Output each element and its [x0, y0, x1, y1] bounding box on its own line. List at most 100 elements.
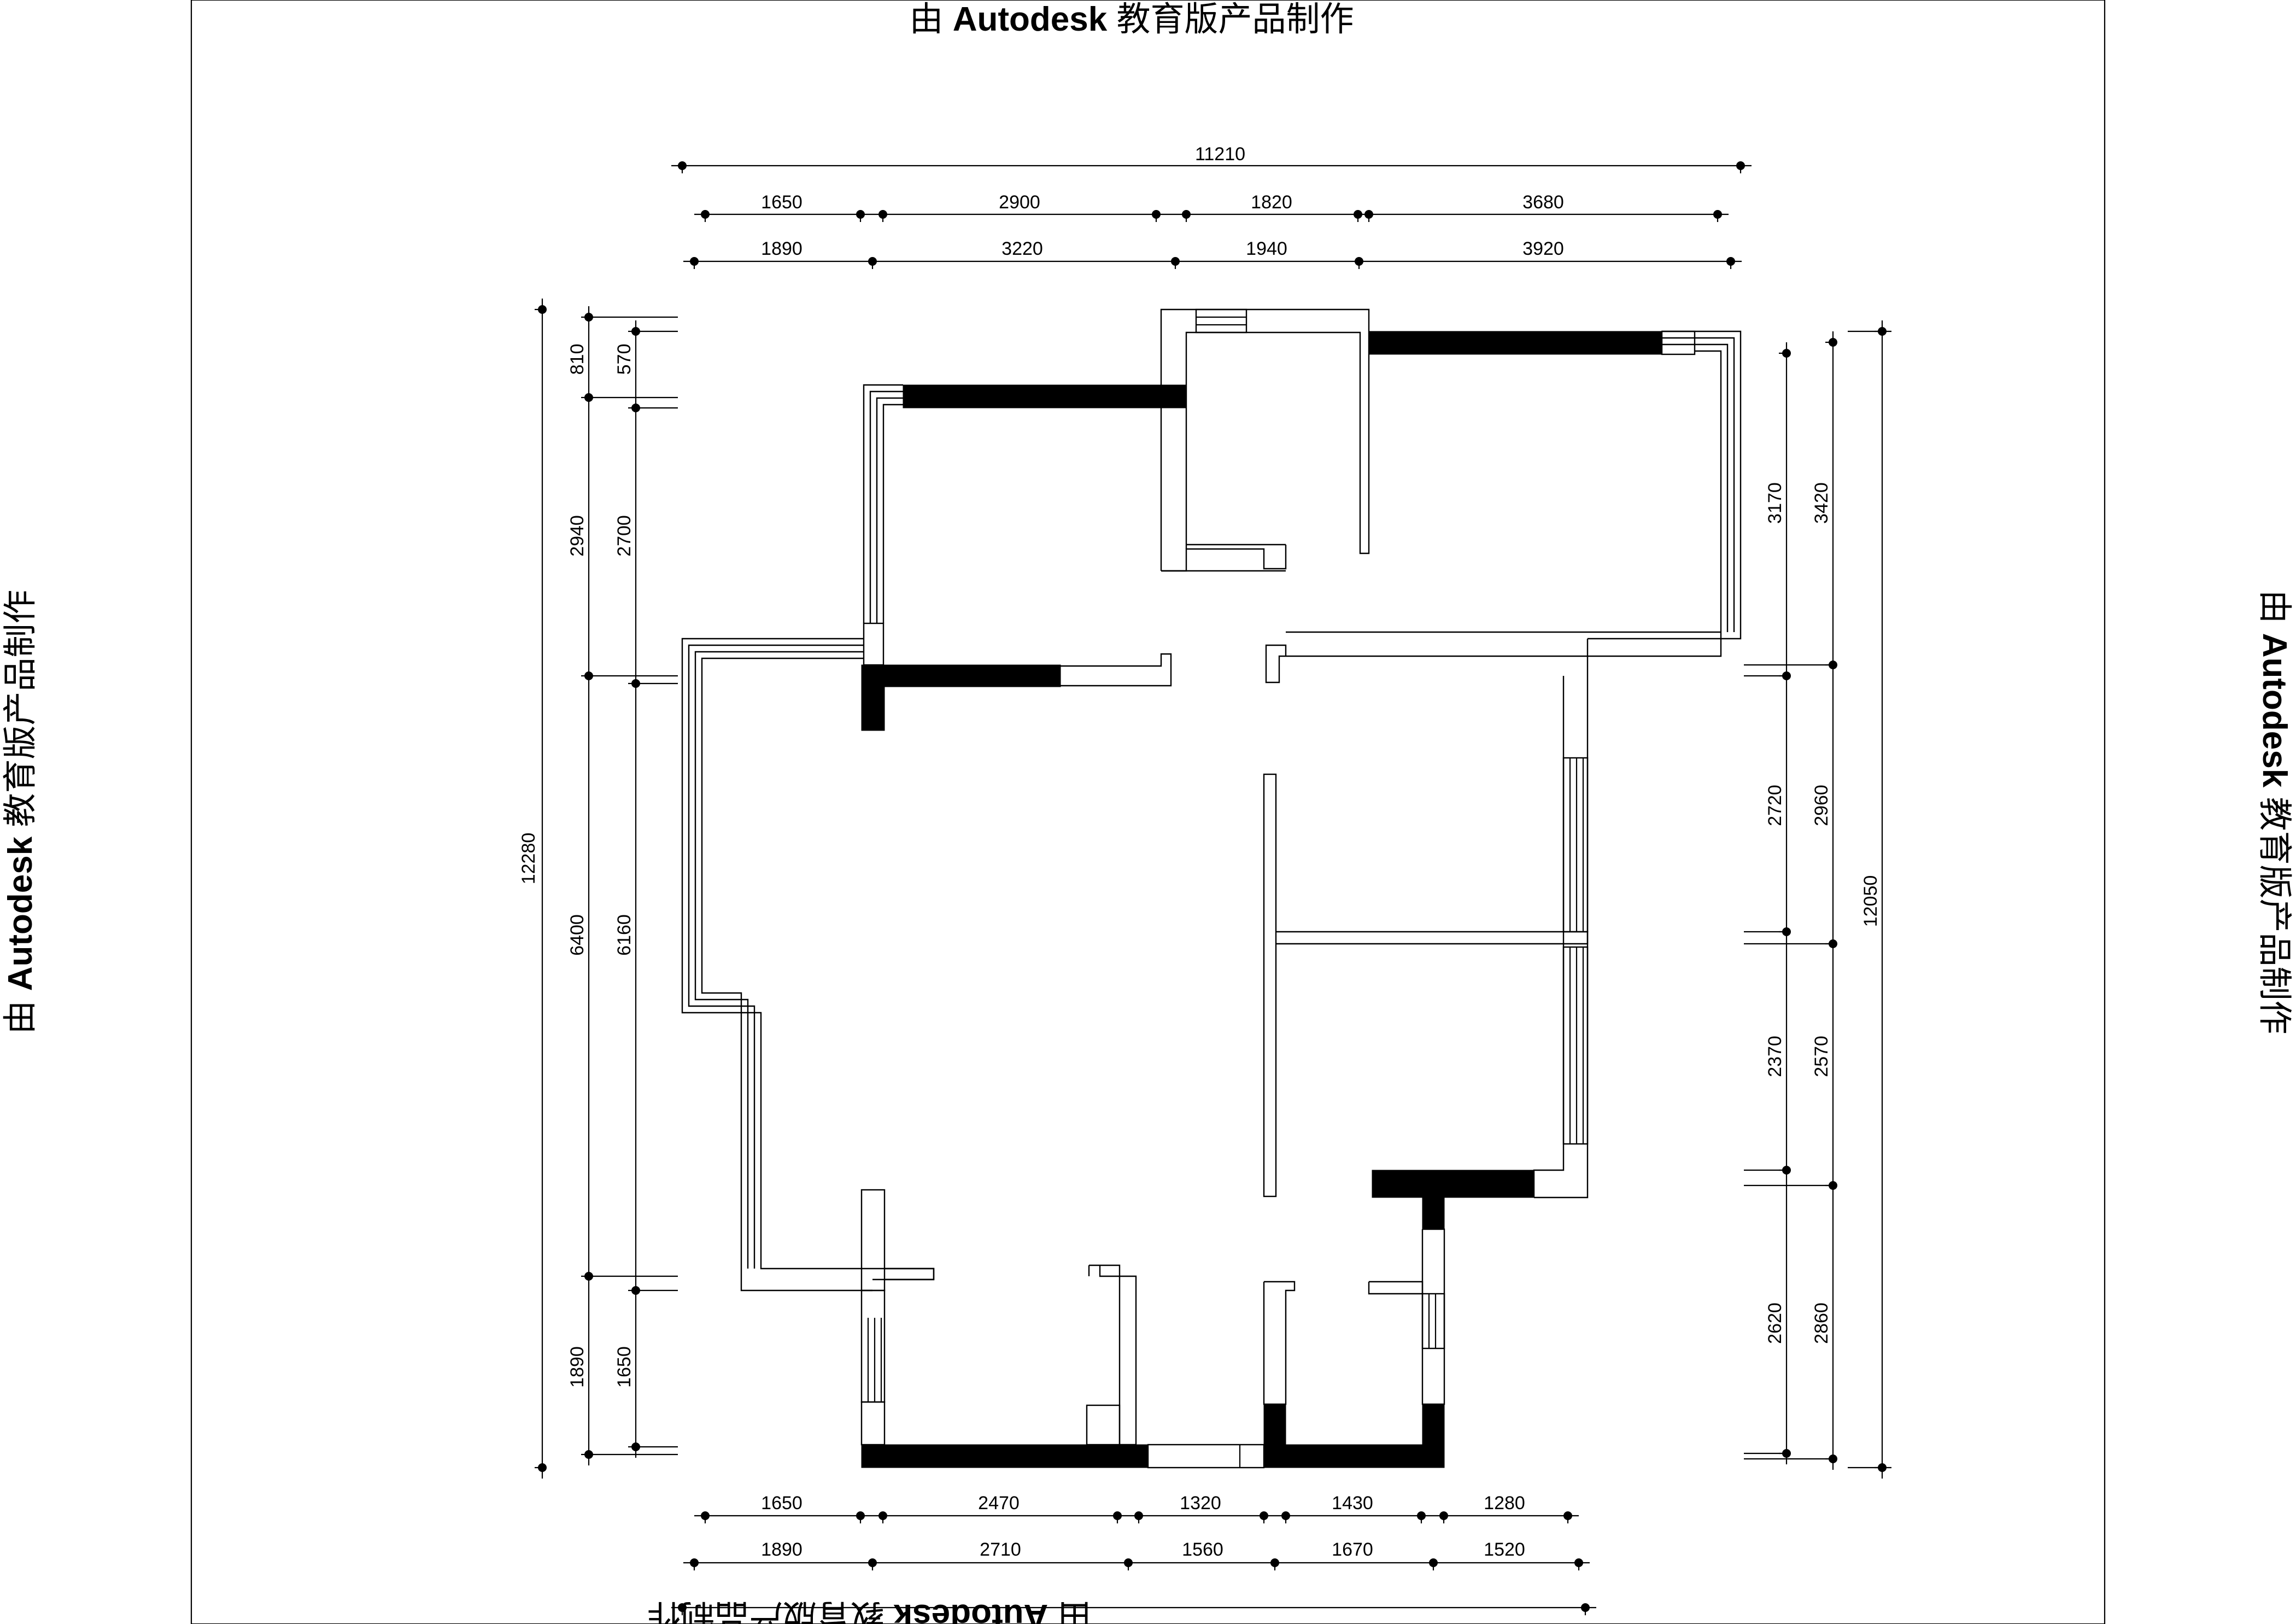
watermark-top: 由 Autodesk 教育版产品制作	[910, 1, 1354, 38]
dim-top-r1-2: 2900	[999, 192, 1040, 213]
dim-bot-r1-2: 2470	[978, 1493, 1020, 1514]
dim-right-outer-3: 2570	[1811, 1036, 1832, 1077]
dim-bot-r1-5: 1280	[1484, 1493, 1525, 1514]
wall-east-window-lower	[1562, 946, 1589, 1145]
wall-outline-west-inner1	[688, 644, 864, 1269]
wall-se-window	[1421, 1293, 1445, 1350]
wall-ne-outer	[1588, 330, 1742, 640]
dimension-labels-left: 12280 810 2940 6400 1890 570 2700 6160 1…	[518, 344, 635, 1388]
dim-left-inner-1: 570	[614, 344, 635, 375]
wall-ne-south	[1265, 632, 1722, 684]
dim-bot-r2-2: 2710	[980, 1539, 1021, 1560]
wall-s-middle-right	[1263, 1281, 1296, 1405]
wall-north-middle-outer	[1160, 308, 1370, 571]
dim-right-inner-2: 2720	[1765, 785, 1785, 826]
dim-left-inner-3: 6160	[614, 914, 635, 956]
dim-bot-r1-4: 1430	[1332, 1493, 1373, 1514]
watermark-top-suffix: 教育版产品制作	[1116, 1, 1354, 38]
dim-bot-r2-3: 1560	[1182, 1539, 1223, 1560]
dim-top-overall: 11210	[1195, 144, 1245, 165]
wall-ne-inner3	[1695, 350, 1722, 632]
wall-se-stub	[1368, 1281, 1424, 1295]
wall-nw-bay-inner3	[882, 404, 903, 623]
solid-wall-north-west	[903, 384, 1187, 408]
dim-bot-r1-3: 1320	[1180, 1493, 1221, 1514]
dim-left-overall: 12280	[518, 833, 539, 885]
dim-top-r1-3: 1820	[1251, 192, 1292, 213]
solid-wall-middle-l-down	[861, 664, 885, 731]
wall-mid-partition	[1061, 653, 1172, 687]
watermark-bottom-suffix: 教育版产品制作	[647, 1597, 885, 1624]
dim-top-r2-1: 1890	[761, 238, 803, 259]
dim-top-r2-2: 3220	[1001, 238, 1043, 259]
dim-right-inner-1: 3170	[1765, 482, 1785, 524]
watermark-right-brand: Autodesk	[2256, 633, 2293, 788]
dim-top-r1-4: 3680	[1522, 192, 1564, 213]
dim-right-outer-4: 2860	[1811, 1302, 1832, 1344]
wall-sw-post	[860, 1189, 886, 1292]
wall-east-column-outer	[1534, 639, 1589, 1199]
wall-s-middle-left	[1089, 1264, 1137, 1446]
dim-bot-r1-1: 1650	[761, 1493, 803, 1514]
wall-sw-stub	[885, 1267, 935, 1281]
walls	[681, 308, 1742, 1469]
dim-right-inner-4: 2620	[1765, 1302, 1785, 1344]
dimension-labels-top: 11210 1650 2900 1820 3680 1890 3220 1940…	[761, 144, 1564, 259]
wall-east-window-upper	[1562, 757, 1589, 933]
solid-wall-bottom-right-up-l	[1263, 1404, 1286, 1445]
watermark-right-suffix: 教育版产品制作	[2256, 797, 2293, 1034]
watermark-left-suffix: 教育版产品制作	[2, 590, 39, 827]
wall-sw-lower-post	[860, 1401, 886, 1446]
watermark-left-brand: Autodesk	[2, 836, 39, 991]
wall-east-column-inner	[1533, 676, 1565, 1197]
wall-outline-west	[681, 638, 935, 1281]
dim-bot-r2-4: 1670	[1332, 1539, 1373, 1560]
solid-wall-middle-l	[861, 664, 1061, 687]
dim-left-outer-3: 6400	[567, 914, 588, 956]
dim-left-outer-1: 810	[567, 344, 588, 375]
dim-bot-r2-5: 1520	[1484, 1539, 1525, 1560]
dim-right-outer-1: 3420	[1811, 482, 1832, 524]
wall-north-middle-bottom	[1161, 545, 1287, 572]
wall-bottom-doorway	[1147, 1444, 1265, 1469]
wall-ne-pier	[1661, 330, 1696, 355]
watermark-left: 由 Autodesk 教育版产品制作	[2, 590, 39, 1035]
wall-s-cabinet	[1086, 1404, 1121, 1446]
wall-outline-west-inner2	[694, 651, 864, 1269]
solid-wall-bottom-right-up-r	[1422, 1404, 1445, 1445]
dim-bot-r2-1: 1890	[761, 1539, 803, 1560]
dim-top-r1-1: 1650	[761, 192, 803, 213]
dimension-labels-bottom: 1650 2470 1320 1430 1280 1890 2710 1560 …	[761, 1493, 1525, 1560]
wall-north-window	[1195, 308, 1247, 334]
wall-nw-bay-inner2	[876, 397, 903, 623]
dim-left-outer-4: 1890	[567, 1346, 588, 1388]
wall-interior-horizontal	[1276, 931, 1589, 945]
wall-ne-inner1	[1662, 337, 1735, 632]
dim-right-outer-2: 2960	[1811, 785, 1832, 826]
watermark-right-prefix: 由	[2256, 590, 2293, 624]
wall-outline-west-bottom	[740, 1269, 872, 1292]
watermark-top-prefix: 由	[910, 1, 944, 38]
dimension-lines	[535, 161, 1891, 1615]
watermark-bottom: 由 Autodesk 教育版产品制作	[647, 1597, 1092, 1624]
dim-right-inner-3: 2370	[1765, 1036, 1785, 1077]
wall-nw-pier	[863, 622, 885, 666]
solid-walls	[861, 331, 1662, 1468]
wall-north-middle-inner	[1185, 331, 1370, 554]
drawing-border	[190, 0, 2106, 1624]
wall-outline-west-inner3	[701, 657, 864, 1269]
solid-wall-east-block	[1372, 1170, 1534, 1198]
watermark-bottom-brand: Autodesk	[893, 1597, 1048, 1624]
dim-left-inner-2: 2700	[614, 515, 635, 557]
dim-right-overall: 12050	[1860, 875, 1881, 927]
dimension-labels-right: 3170 2720 2370 2620 3420 2960 2570 2860 …	[1765, 482, 1881, 1344]
solid-wall-east-block-down	[1422, 1197, 1445, 1230]
dim-top-r2-4: 3920	[1522, 238, 1564, 259]
watermark-left-prefix: 由	[2, 1000, 39, 1034]
wall-nw-bay-outer	[863, 384, 903, 623]
dim-left-inner-4: 1650	[614, 1346, 635, 1388]
dim-top-r2-3: 1940	[1246, 238, 1287, 259]
watermark-right: 由 Autodesk 教育版产品制作	[2256, 590, 2293, 1035]
solid-wall-bottom-left	[861, 1444, 1149, 1468]
